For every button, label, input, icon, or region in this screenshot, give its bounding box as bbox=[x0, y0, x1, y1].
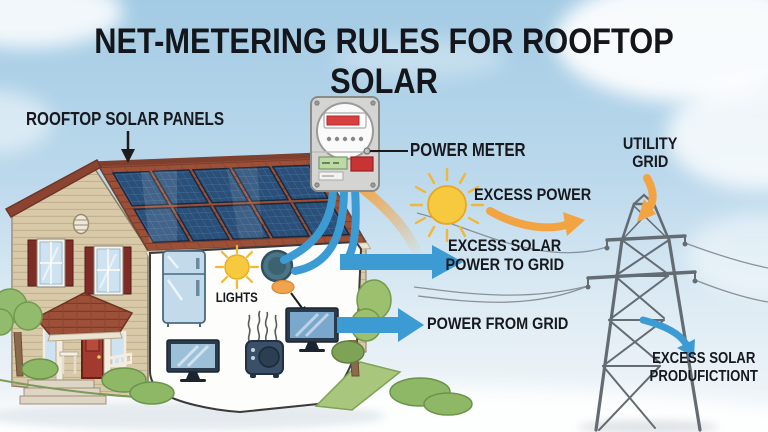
sun-icon bbox=[409, 167, 485, 243]
rooftop-label-arrow-icon bbox=[121, 131, 135, 163]
excess-solar-production-label: EXCESS SOLAR PRODUFICTIONT bbox=[634, 350, 768, 386]
excess-solar-to-grid-line1: EXCESS SOLAR bbox=[448, 236, 562, 255]
tower-shadow bbox=[578, 420, 718, 432]
page-title-text: NET-METERING RULES FOR ROOFTOP SOLAR bbox=[94, 22, 674, 101]
production-line2: PRODUFICTIONT bbox=[649, 368, 759, 385]
utility-grid-line2: GRID bbox=[631, 152, 669, 171]
ceiling-light-sun-icon bbox=[214, 244, 260, 290]
flat-tv-icon bbox=[285, 307, 339, 352]
power-meter-icon bbox=[310, 96, 408, 192]
excess-solar-to-grid-label: EXCESS SOLAR POWER TO GRID bbox=[420, 236, 590, 274]
retro-tv-icon bbox=[245, 310, 284, 378]
porch-steps bbox=[19, 379, 107, 405]
refrigerator-icon bbox=[162, 250, 206, 327]
utility-grid-label: UTILITY GRID bbox=[598, 135, 702, 171]
grass-patch bbox=[314, 361, 402, 411]
blue-pipe bbox=[291, 186, 348, 275]
tree-left-icon bbox=[0, 288, 43, 377]
excess-to-grid-arrow bbox=[340, 245, 463, 279]
power-meter-text: POWER METER bbox=[410, 140, 526, 160]
porch-roof bbox=[34, 292, 134, 336]
gable-vent-icon bbox=[72, 213, 90, 235]
rooftop-solar-panels-text: ROOFTOP SOLAR PANELS bbox=[26, 109, 225, 129]
excess-power-label: EXCESS POWER bbox=[474, 185, 612, 205]
utility-grid-arrow bbox=[637, 174, 657, 222]
house-interior bbox=[149, 240, 363, 414]
rooftop-solar-panels-label: ROOFTOP SOLAR PANELS bbox=[26, 109, 259, 130]
solar-panel-array-icon bbox=[111, 164, 351, 243]
monitor-icon bbox=[166, 339, 220, 382]
orange-feed-band bbox=[357, 183, 423, 259]
bushes bbox=[21, 358, 473, 416]
house-shadow bbox=[0, 402, 385, 430]
upper-windows bbox=[27, 238, 132, 296]
power-meter-label: POWER METER bbox=[410, 140, 546, 161]
production-arrow bbox=[639, 316, 695, 357]
lights-label: LIGHTS bbox=[203, 290, 271, 305]
blue-pipe bbox=[280, 186, 337, 264]
lights-text: LIGHTS bbox=[215, 290, 259, 305]
excess-power-arrow bbox=[486, 207, 585, 236]
power-from-grid-arrow bbox=[337, 308, 424, 342]
excess-power-text: EXCESS POWER bbox=[474, 185, 592, 204]
power-from-grid-text: POWER FROM GRID bbox=[427, 314, 569, 333]
page-title: NET-METERING RULES FOR ROOFTOP SOLAR bbox=[0, 22, 768, 102]
production-line1: EXCESS SOLAR bbox=[652, 350, 756, 367]
power-from-grid-label: POWER FROM GRID bbox=[427, 314, 593, 334]
excess-solar-to-grid-line2: POWER TO GRID bbox=[445, 255, 565, 274]
utility-grid-line1: UTILITY bbox=[622, 134, 678, 153]
